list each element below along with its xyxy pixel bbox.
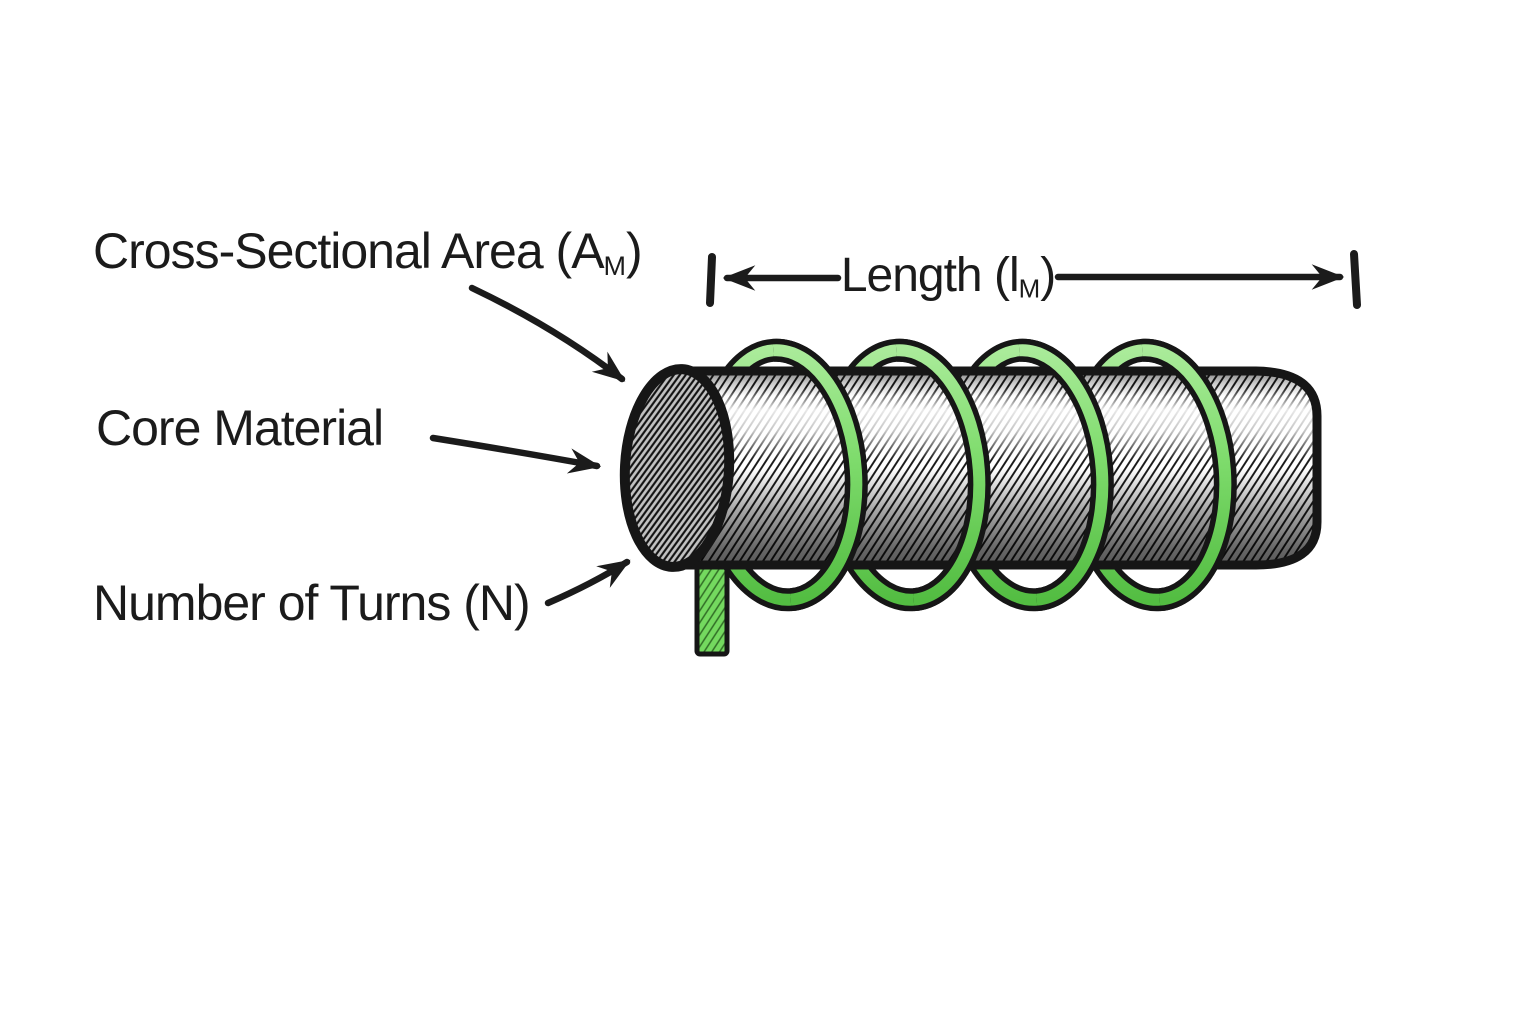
- label-number-of-turns: Number of Turns (N): [93, 575, 531, 631]
- coil-turn-front: [1018, 338, 1114, 612]
- length-dimension: [706, 250, 1361, 309]
- annotation-arrows: [429, 284, 631, 607]
- coil-turn-front: [895, 338, 991, 612]
- dimension-tick-left: [706, 253, 716, 307]
- label-suffix: ): [626, 223, 643, 279]
- coil-turn-front: [772, 338, 868, 612]
- label-text: Cross-Sectional Area (A: [93, 223, 605, 279]
- arrow-core-material: [429, 434, 602, 474]
- coil-turn-front: [1141, 338, 1237, 612]
- dimension-tick-right: [1350, 250, 1361, 309]
- label-length: Length (lM): [840, 249, 1056, 304]
- label-cross-sectional-area: Cross-Sectional Area (AM): [93, 223, 643, 281]
- label-text: Length (l: [840, 249, 1020, 302]
- arrow-number-of-turns: [544, 558, 631, 607]
- arrow-cross-sectional-area: [468, 284, 626, 383]
- coil-turns-front: [772, 338, 1237, 612]
- label-text: Number of Turns (N): [93, 575, 531, 631]
- label-subscript: M: [1018, 275, 1041, 304]
- label-text: Core Material: [96, 400, 384, 456]
- label-subscript: M: [603, 250, 627, 281]
- core-front-face: [619, 364, 735, 572]
- label-suffix: ): [1040, 249, 1056, 302]
- label-core-material: Core Material: [96, 400, 384, 456]
